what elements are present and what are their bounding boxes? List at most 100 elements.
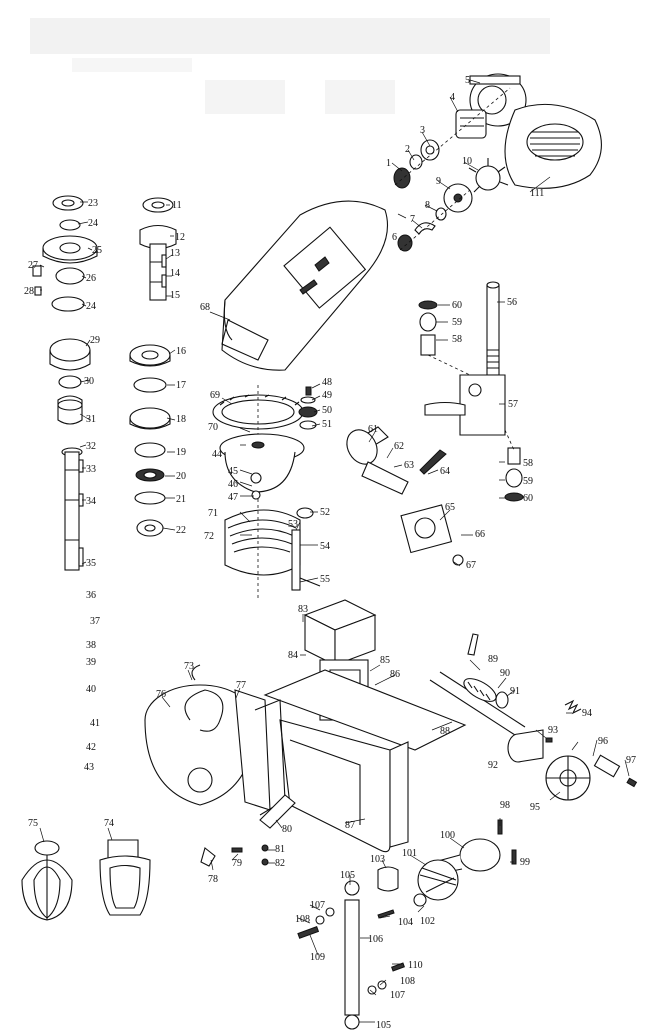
part-label-55: 55 — [320, 574, 330, 585]
part-label-4: 4 — [450, 92, 455, 103]
part-label-12: 12 — [175, 232, 185, 243]
part-label-59b: 59 — [523, 476, 533, 487]
part-label-107: 107 — [310, 900, 325, 911]
part-label-90: 90 — [500, 668, 510, 679]
part-label-32: 32 — [86, 441, 96, 452]
part-label-63: 63 — [404, 460, 414, 471]
part-label-19: 19 — [176, 447, 186, 458]
small-fittings — [200, 844, 269, 867]
bowl-assembly — [144, 664, 296, 829]
part-label-85: 85 — [380, 655, 390, 666]
part-label-36: 36 — [86, 590, 96, 601]
part-label-110: 110 — [408, 960, 423, 971]
part-label-69: 69 — [210, 390, 220, 401]
part-label-52: 52 — [320, 507, 330, 518]
part-label-76: 76 — [156, 689, 166, 700]
part-label-66: 66 — [475, 529, 485, 540]
part-label-28: 28 — [24, 286, 34, 297]
part-label-42: 42 — [86, 742, 96, 753]
part-label-99: 99 — [520, 857, 530, 868]
part-label-97: 97 — [626, 755, 636, 766]
part-label-96: 96 — [598, 736, 608, 747]
part-label-25: 25 — [92, 245, 102, 256]
part-label-24: 24 — [88, 218, 98, 229]
part-label-57: 57 — [508, 399, 518, 410]
part-label-59: 59 — [452, 317, 462, 328]
part-label-71: 71 — [208, 508, 218, 519]
part-label-65: 65 — [445, 502, 455, 513]
center-gear-stack — [129, 197, 177, 537]
part-label-45: 45 — [228, 466, 238, 477]
part-label-61: 61 — [368, 424, 378, 435]
planetary-assembly — [212, 385, 321, 600]
part-label-73: 73 — [184, 661, 194, 672]
part-label-77: 77 — [236, 680, 246, 691]
part-label-70: 70 — [208, 422, 218, 433]
part-label-39: 39 — [86, 657, 96, 668]
top-casing — [221, 200, 389, 371]
part-label-105b: 105 — [376, 1020, 391, 1031]
part-label-35: 35 — [86, 558, 96, 569]
part-label-79: 79 — [232, 858, 242, 869]
part-label-88: 88 — [440, 726, 450, 737]
part-label-75: 75 — [28, 818, 38, 829]
left-gear-stack — [32, 195, 98, 571]
part-label-54: 54 — [320, 541, 330, 552]
part-label-24b: 24 — [86, 301, 96, 312]
part-label-98: 98 — [500, 800, 510, 811]
part-label-111: 111 — [530, 188, 544, 199]
part-label-2: 2 — [405, 144, 410, 155]
part-label-101: 101 — [402, 848, 417, 859]
faded-header-subline — [72, 58, 192, 72]
part-label-8: 8 — [425, 200, 430, 211]
leader-lines — [39, 79, 630, 1023]
part-label-58: 58 — [452, 334, 462, 345]
part-label-62: 62 — [394, 441, 404, 452]
part-label-23: 23 — [88, 198, 98, 209]
part-label-40: 40 — [86, 684, 96, 695]
part-label-29: 29 — [90, 335, 100, 346]
part-label-37: 37 — [90, 616, 100, 627]
base-frame — [263, 669, 467, 853]
part-label-46: 46 — [228, 479, 238, 490]
part-label-91: 91 — [510, 686, 520, 697]
part-label-60: 60 — [452, 300, 462, 311]
part-label-41: 41 — [90, 718, 100, 729]
part-label-82: 82 — [275, 858, 285, 869]
part-label-81: 81 — [275, 844, 285, 855]
attachment-hub — [346, 426, 464, 566]
motor-front-assembly — [393, 73, 602, 252]
faded-block — [325, 80, 395, 114]
part-label-18: 18 — [176, 414, 186, 425]
part-label-93: 93 — [548, 725, 558, 736]
part-labels: 1 2 3 4 5 6 7 8 9 10 11 12 13 14 15 16 1… — [24, 75, 636, 1031]
faded-header-banner — [30, 18, 550, 54]
part-label-80: 80 — [282, 824, 292, 835]
part-label-53: 53 — [288, 519, 298, 530]
part-label-7: 7 — [410, 214, 415, 225]
part-label-20: 20 — [176, 471, 186, 482]
part-label-94: 94 — [582, 708, 592, 719]
part-label-15: 15 — [170, 290, 180, 301]
mixing-tools — [21, 839, 151, 921]
part-label-10: 10 — [462, 156, 472, 167]
part-label-47: 47 — [228, 492, 238, 503]
part-label-27: 27 — [28, 260, 38, 271]
part-label-109: 109 — [310, 952, 325, 963]
part-label-38: 38 — [86, 640, 96, 651]
faded-block — [205, 80, 285, 114]
part-label-30: 30 — [84, 376, 94, 387]
part-label-5: 5 — [465, 75, 470, 86]
part-label-21: 21 — [176, 494, 186, 505]
drive-unit — [377, 819, 517, 919]
part-label-34: 34 — [86, 496, 96, 507]
part-label-43: 43 — [84, 762, 94, 773]
part-label-74: 74 — [104, 818, 114, 829]
part-label-26: 26 — [86, 273, 96, 284]
part-label-1: 1 — [386, 158, 391, 169]
part-label-86: 86 — [390, 669, 400, 680]
part-label-83: 83 — [298, 604, 308, 615]
part-label-48: 48 — [322, 377, 332, 388]
speed-handwheel-assembly — [429, 633, 638, 801]
part-label-108: 108 — [295, 914, 310, 925]
